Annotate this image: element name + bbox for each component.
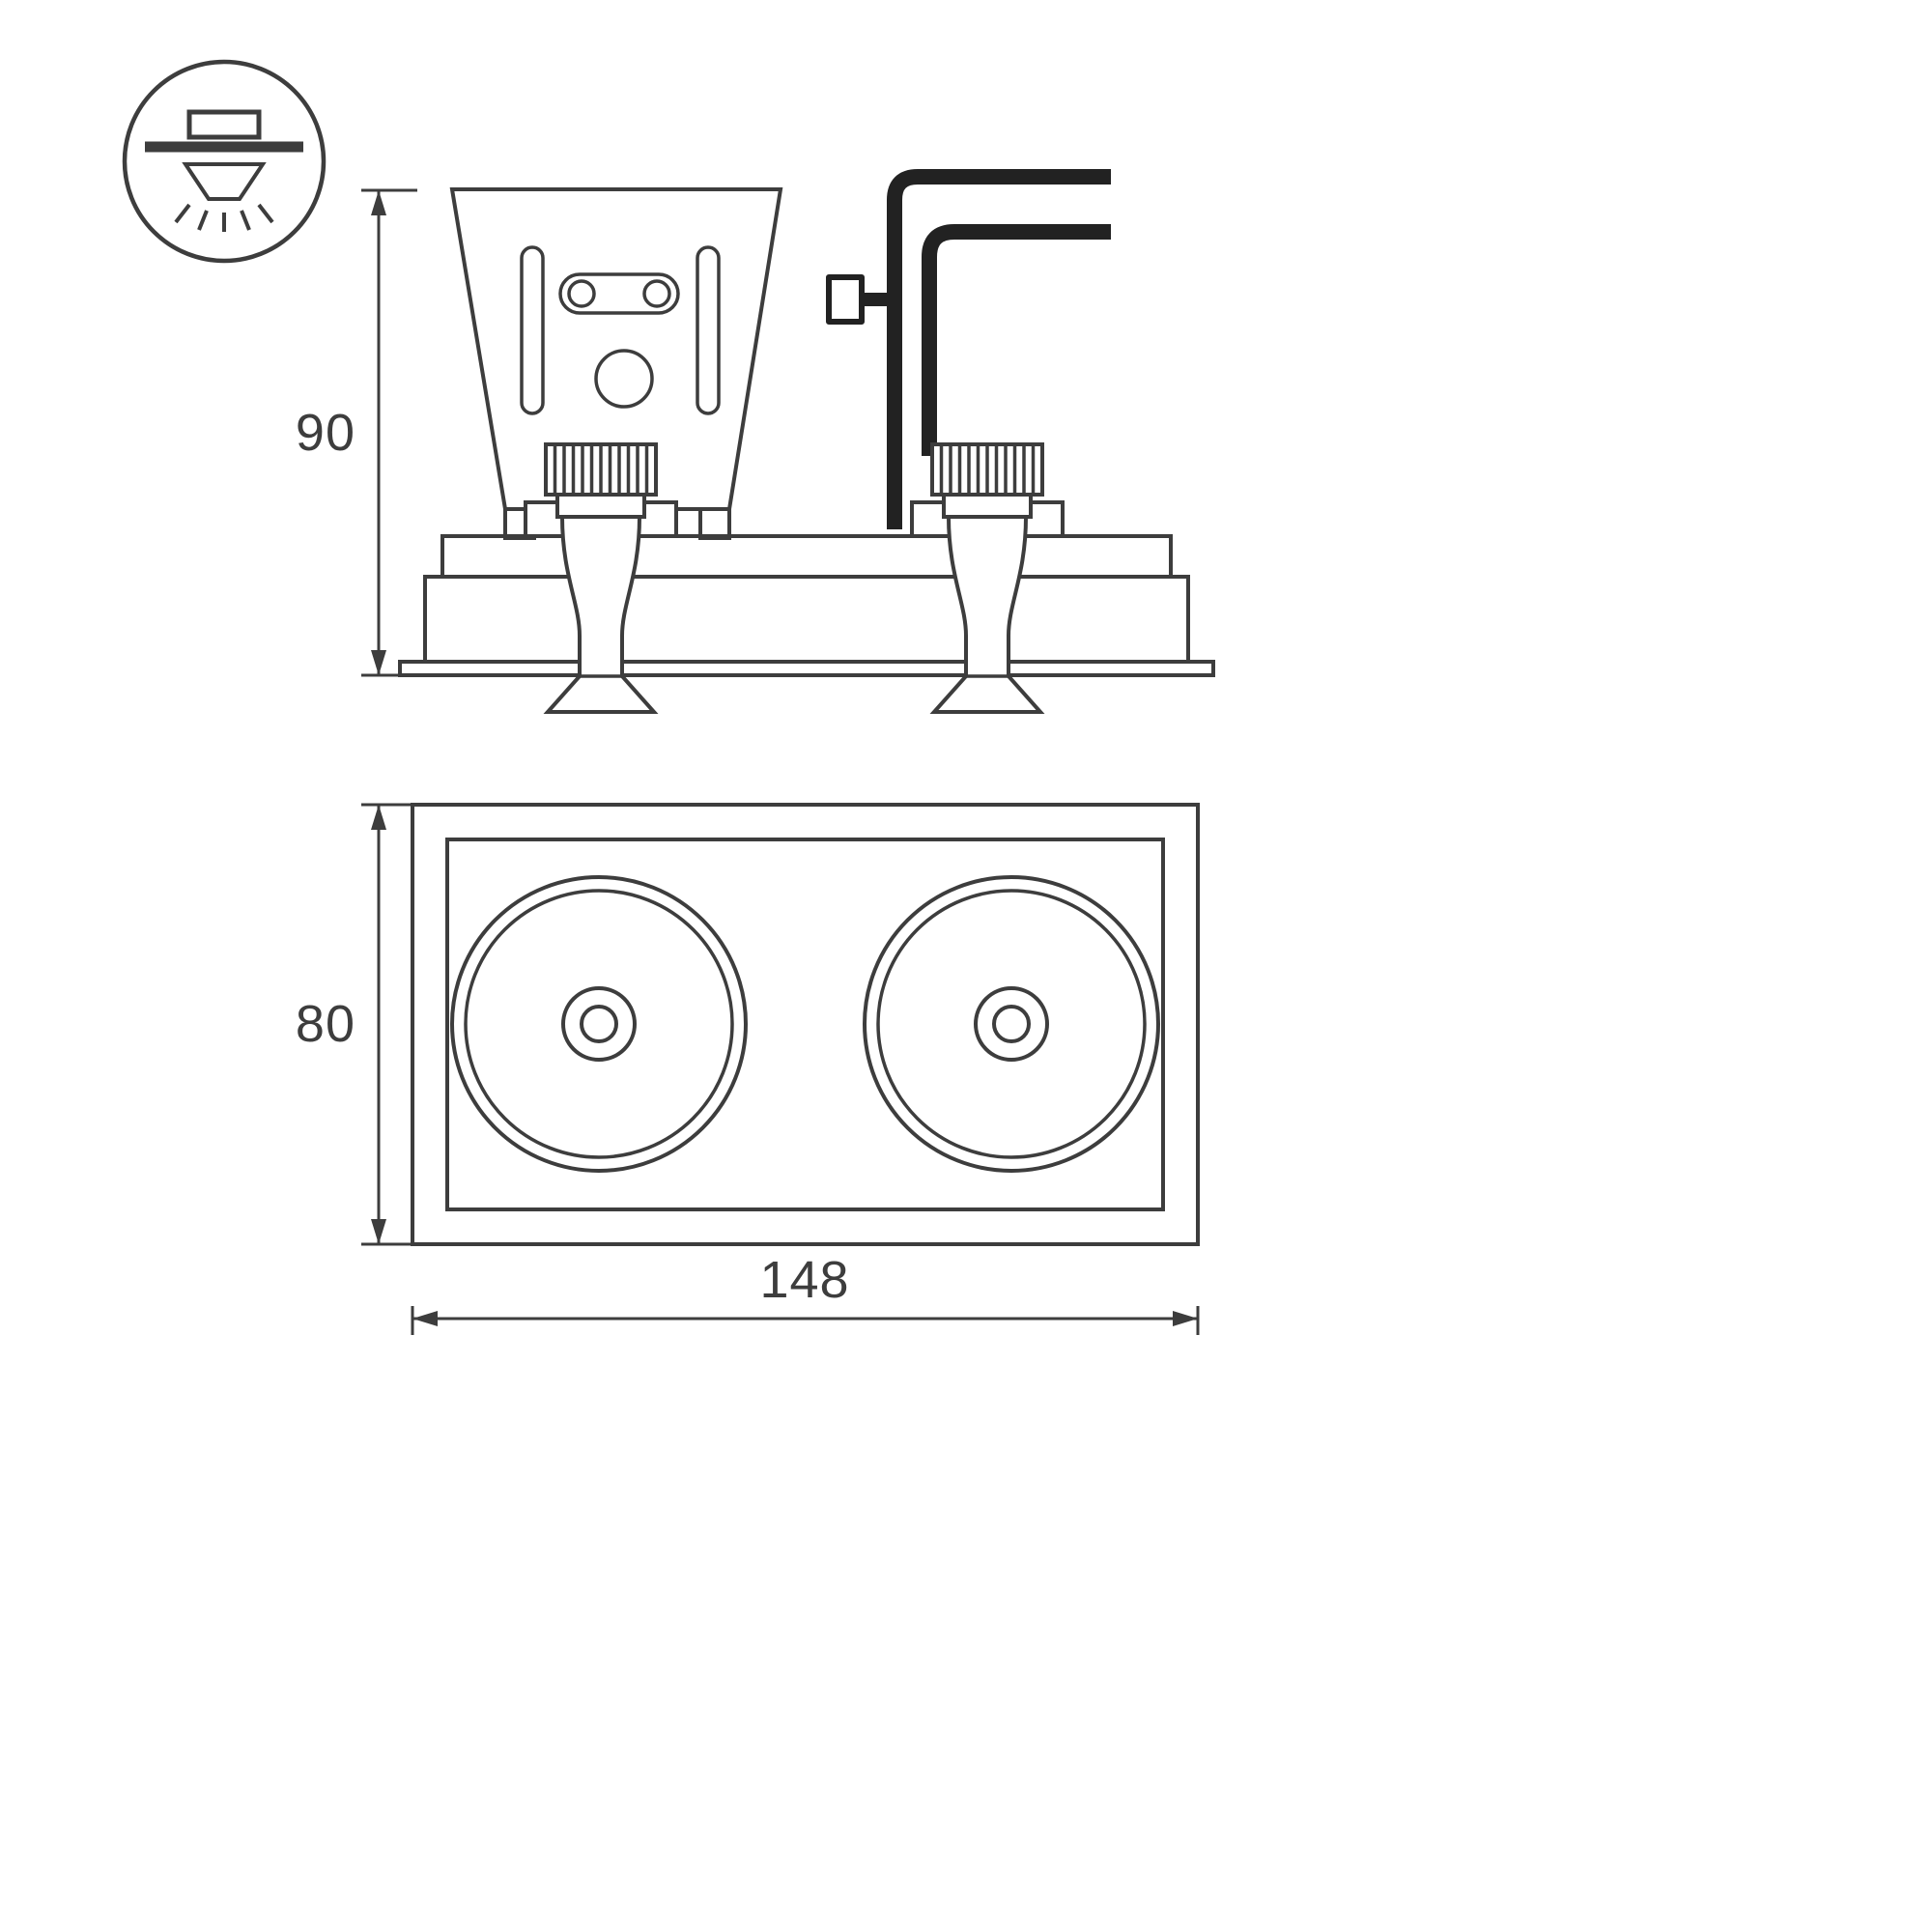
power-cable-outer (887, 169, 1111, 529)
base-step-upper (440, 534, 1173, 579)
led-module-right (910, 442, 1065, 714)
lens-right-bezel (863, 875, 1160, 1173)
housing-hole (594, 349, 654, 409)
icon-light-beam (182, 162, 267, 201)
dim-80-arrow-bottom (371, 1219, 386, 1244)
dim-148-arrow-left (412, 1311, 438, 1326)
dim-148-arrow-right (1173, 1311, 1198, 1326)
terminal-block (558, 272, 680, 315)
front-outer-frame (411, 803, 1200, 1246)
dim-90-arrow-bottom (371, 650, 386, 675)
lens-left-bezel (450, 875, 748, 1173)
dim-90-arrow-top (371, 190, 386, 215)
side-view (398, 169, 1215, 714)
cable-connector (826, 274, 865, 325)
heatsink-fins-right (939, 444, 1036, 495)
dim-148-line (411, 1306, 1200, 1335)
module-body-right (942, 493, 1033, 519)
dim-148-label: 148 (759, 1251, 849, 1309)
led-module-left (524, 442, 678, 714)
fixture-base (398, 534, 1215, 677)
housing-tab-right (698, 507, 731, 540)
dim-80-line (361, 803, 412, 1246)
lens-left-ring (464, 889, 734, 1159)
icon-circle (122, 59, 327, 264)
icon-lamp-body (186, 109, 262, 140)
heatsink-fins-left (553, 444, 649, 495)
dimension-front-height: 80 (296, 803, 412, 1246)
lens-right-center-inner (992, 1005, 1031, 1043)
dimension-front-width: 148 (411, 1251, 1200, 1335)
dim-90-line (361, 188, 417, 677)
driver-housing (449, 187, 783, 540)
terminal-screw-left (567, 279, 596, 308)
base-step-lower (423, 575, 1190, 664)
lens-left (450, 875, 748, 1173)
power-cables (826, 169, 1111, 529)
terminal-screw-right (642, 279, 671, 308)
mounting-slot-left (520, 245, 545, 415)
dim-90-label: 90 (296, 404, 355, 462)
lens-left-center-inner (580, 1005, 618, 1043)
reflector-right (929, 515, 1045, 714)
icon-light-rays (174, 203, 274, 232)
dim-80-arrow-top (371, 805, 386, 830)
module-body-left (555, 493, 646, 519)
power-cable-inner (922, 224, 1111, 456)
mounting-slot-right (696, 245, 721, 415)
dimension-side-height: 90 (296, 188, 417, 677)
lens-right-ring (876, 889, 1147, 1159)
lens-right (863, 875, 1160, 1173)
lens-right-center-outer (974, 986, 1049, 1062)
recessed-downlight-icon (122, 59, 327, 264)
lens-left-center-outer (561, 986, 637, 1062)
reflector-left (543, 515, 659, 714)
front-view (411, 803, 1200, 1246)
dim-80-label: 80 (296, 995, 355, 1053)
mounting-flange (398, 660, 1215, 677)
front-inner-frame (445, 838, 1165, 1211)
